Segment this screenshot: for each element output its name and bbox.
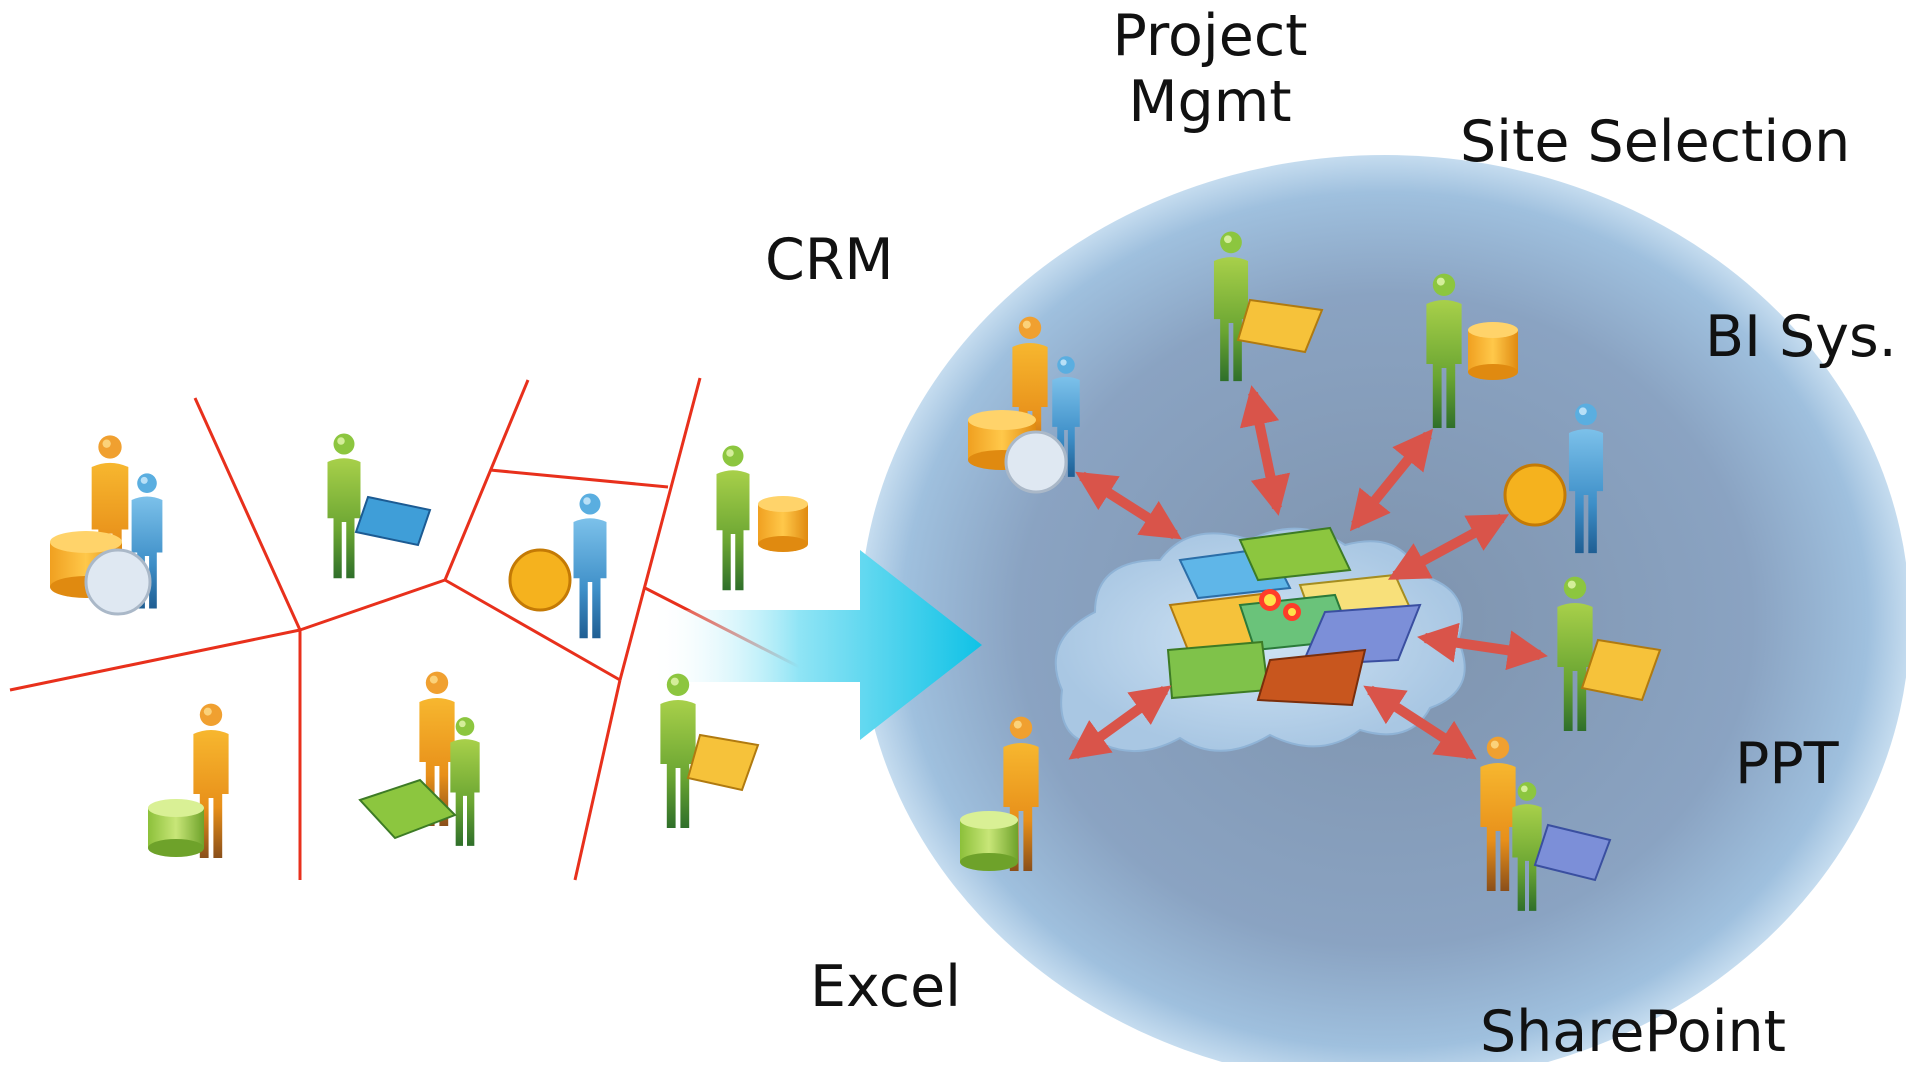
person-group-left-1 [50, 435, 163, 616]
person-group-left-7 [660, 673, 760, 828]
person-group-left-4 [716, 445, 808, 591]
label-project-mgmt: Project Mgmt [1090, 3, 1330, 135]
layer-stack-icon [1166, 526, 1422, 707]
person-group-sharepoint [1480, 736, 1612, 911]
person-group-left-3 [508, 493, 607, 639]
person-group-crm [968, 316, 1080, 494]
person-group-left-6 [358, 671, 480, 846]
person-group-project [1213, 231, 1324, 382]
person-group-bi [1503, 403, 1604, 554]
transition-arrow [650, 550, 982, 740]
label-site-selection: Site Selection [1460, 109, 1851, 175]
label-mgmt: Mgmt [1128, 68, 1292, 135]
label-crm: CRM [765, 227, 894, 293]
person-group-left-2 [327, 433, 432, 579]
person-group-ppt [1557, 576, 1662, 731]
connector-arrows [1068, 385, 1548, 760]
label-excel: Excel [810, 954, 961, 1020]
person-group-site [1426, 273, 1518, 428]
person-group-left-5 [148, 703, 229, 858]
label-project: Project [1112, 3, 1308, 69]
label-sharepoint: SharePoint [1480, 999, 1787, 1065]
label-bi-sys: BI Sys. [1705, 304, 1897, 370]
label-ppt: PPT [1735, 731, 1839, 797]
person-group-excel [960, 716, 1039, 871]
